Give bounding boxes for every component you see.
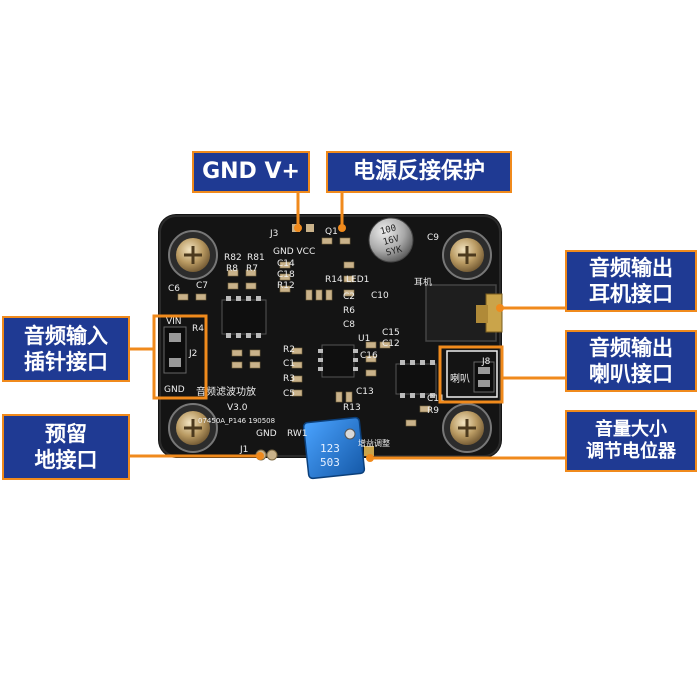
silk-c15: C15 xyxy=(382,328,400,338)
callout-volume-line2: 调节电位器 xyxy=(586,441,676,462)
op-amp-ic xyxy=(221,296,267,338)
silk-erji: 耳机 xyxy=(414,276,432,288)
speaker-connector xyxy=(446,350,498,398)
headphone-jack xyxy=(425,284,503,342)
silk-r81: R81 xyxy=(247,253,265,263)
dot-volume xyxy=(366,454,374,462)
power-amp-ic xyxy=(395,360,437,398)
callout-reserved-ground: 预留 地接口 xyxy=(2,414,130,480)
silk-c5: C5 xyxy=(283,389,295,399)
callout-volume-line1: 音量大小 xyxy=(595,418,667,440)
silk-gain: 增益调整 xyxy=(358,438,390,448)
screw-bottom-left xyxy=(168,403,218,453)
silk-c8: C8 xyxy=(343,320,355,330)
callout-reserved-ground-line2: 地接口 xyxy=(34,448,98,472)
silk-c7: C7 xyxy=(196,281,208,291)
callout-reverse-protection: 电源反接保护 xyxy=(326,151,512,193)
callout-audio-input: 音频输入 插针接口 xyxy=(2,316,130,382)
silk-r13: R13 xyxy=(343,403,361,413)
silk-gnd2: GND xyxy=(256,429,277,439)
callout-reserved-ground-line1: 预留 xyxy=(45,421,87,446)
silk-r2: R2 xyxy=(283,345,295,355)
silk-c10: C10 xyxy=(371,291,389,301)
silk-c16: C16 xyxy=(360,351,378,361)
callout-gnd-vplus-text: GND V+ xyxy=(202,159,300,185)
silk-r8: R8 xyxy=(226,264,238,274)
silk-r3: R3 xyxy=(283,374,295,384)
callout-earphone-output-line2: 耳机接口 xyxy=(589,282,673,306)
volume-potentiometer: 123 503 xyxy=(302,416,374,480)
smd-components xyxy=(177,237,431,427)
cap-label-bot: SYK xyxy=(385,245,404,259)
callout-earphone-output: 音频输出 耳机接口 xyxy=(565,250,697,312)
dot-reverse-protect xyxy=(338,224,346,232)
silk-code: 07450A_P146 190508 xyxy=(198,417,275,425)
silk-j2: J2 xyxy=(188,349,197,359)
silk-c9: C9 xyxy=(427,233,439,243)
screw-bottom-right xyxy=(442,403,492,453)
cap-label-top: 100 xyxy=(379,223,397,237)
bracket-audio-input xyxy=(152,314,208,400)
silk-title: 音频滤波功放 xyxy=(196,385,256,398)
silk-c14: C14 xyxy=(277,259,295,269)
silk-c13: C13 xyxy=(356,387,374,397)
silk-c2: C2 xyxy=(343,292,355,302)
silk-led1: LED1 xyxy=(346,275,369,285)
silk-rw1: RW1 xyxy=(287,429,308,439)
silk-gnd: GND xyxy=(164,385,185,395)
pot-label-top: 123 xyxy=(320,442,340,455)
callout-audio-input-line1: 音频输入 xyxy=(24,323,108,348)
silk-r14: R14 xyxy=(325,275,343,285)
silk-gnd-vcc: GND VCC xyxy=(273,247,315,257)
silk-laba: 喇叭 xyxy=(450,373,470,385)
silk-r6: R6 xyxy=(343,306,355,316)
pcb-body xyxy=(158,214,502,458)
silk-q1: Q1 xyxy=(325,227,338,237)
silk-c18: C18 xyxy=(277,270,295,280)
cap-label-mid: 16V xyxy=(382,234,401,248)
silk-vin: VIN xyxy=(166,317,182,327)
dot-earphone xyxy=(496,304,504,312)
silk-r9: R9 xyxy=(427,406,439,416)
callout-volume-potentiometer: 音量大小 调节电位器 xyxy=(565,410,697,472)
silk-u1: U1 xyxy=(358,334,370,344)
amplifier-ic-u1 xyxy=(318,344,358,378)
electrolytic-capacitor: 100 16V SYK xyxy=(368,217,414,263)
screw-top-right xyxy=(442,230,492,280)
callout-speaker-output-line1: 音频输出 xyxy=(589,335,673,360)
silk-r7: R7 xyxy=(246,264,258,274)
silk-c11: C11 xyxy=(427,394,445,404)
silk-c6: C6 xyxy=(168,284,180,294)
dot-gnd-vplus xyxy=(294,224,302,232)
silk-r82: R82 xyxy=(224,253,242,263)
callout-speaker-output: 音频输出 喇叭接口 xyxy=(565,330,697,392)
silk-version: V3.0 xyxy=(227,403,248,413)
silk-j3: J3 xyxy=(269,229,278,239)
callout-speaker-output-line2: 喇叭接口 xyxy=(589,362,673,386)
pot-label-bot: 503 xyxy=(320,456,340,469)
callout-gnd-vplus: GND V+ xyxy=(192,151,310,193)
silk-c12: C12 xyxy=(382,339,400,349)
input-pin-header xyxy=(163,326,187,374)
silk-r4: R4 xyxy=(192,324,204,334)
bracket-speaker xyxy=(438,345,504,404)
silk-r12: R12 xyxy=(277,281,295,291)
callout-reverse-protection-text: 电源反接保护 xyxy=(352,159,485,185)
dot-reserved-ground xyxy=(256,452,264,460)
silk-c1: C1 xyxy=(283,359,295,369)
silk-j1: J1 xyxy=(239,445,248,455)
callout-earphone-output-line1: 音频输出 xyxy=(589,255,673,280)
silk-j8: J8 xyxy=(481,357,491,367)
screw-top-left xyxy=(168,230,218,280)
callout-audio-input-line2: 插针接口 xyxy=(24,350,108,374)
